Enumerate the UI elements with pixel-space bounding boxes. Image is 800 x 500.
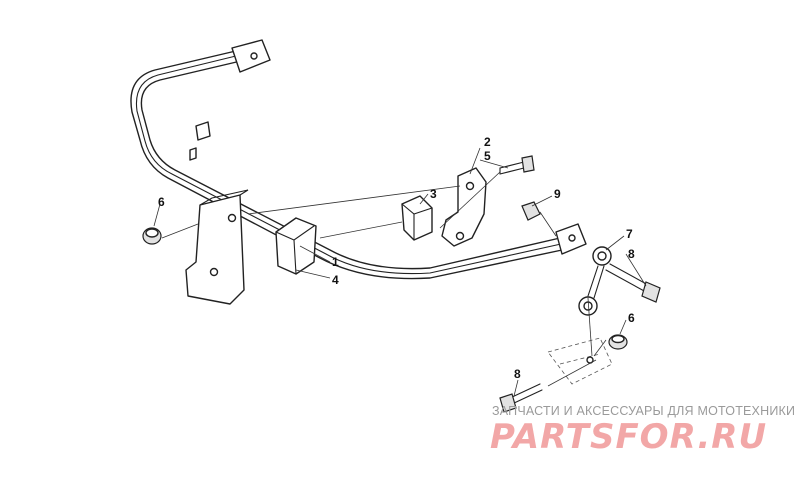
callout-1: 1	[332, 255, 339, 269]
callout-6-right: 6	[628, 311, 635, 325]
callout-9: 9	[554, 187, 561, 201]
callout-8-right: 8	[628, 247, 635, 261]
callout-5: 5	[484, 149, 491, 163]
bolt-right	[605, 263, 661, 303]
clamp-half	[401, 195, 433, 241]
callout-8-lower: 8	[514, 367, 521, 381]
watermark-tagline: ЗАПЧАСТИ И АКСЕССУАРЫ ДЛЯ МОТОТЕХНИКИ	[492, 404, 796, 418]
callout-4: 4	[332, 273, 339, 287]
watermark-logo-text: PARTSFOR.RU	[490, 417, 767, 456]
callout-6-left: 6	[158, 195, 165, 209]
bolt-lower	[499, 383, 543, 413]
watermark-logo: PARTSFOR.RU	[490, 417, 767, 456]
callout-2: 2	[484, 135, 491, 149]
nut-left	[142, 227, 162, 245]
callout-7: 7	[626, 227, 633, 241]
sway-bar	[130, 39, 587, 280]
bushing	[275, 217, 317, 275]
nut-9	[521, 201, 541, 221]
link-rod	[578, 246, 612, 316]
callout-3: 3	[430, 187, 437, 201]
mounting-plate-left	[185, 189, 249, 305]
clamp-bracket	[441, 167, 487, 247]
bolt-top	[499, 155, 535, 175]
nut-right	[608, 334, 628, 350]
